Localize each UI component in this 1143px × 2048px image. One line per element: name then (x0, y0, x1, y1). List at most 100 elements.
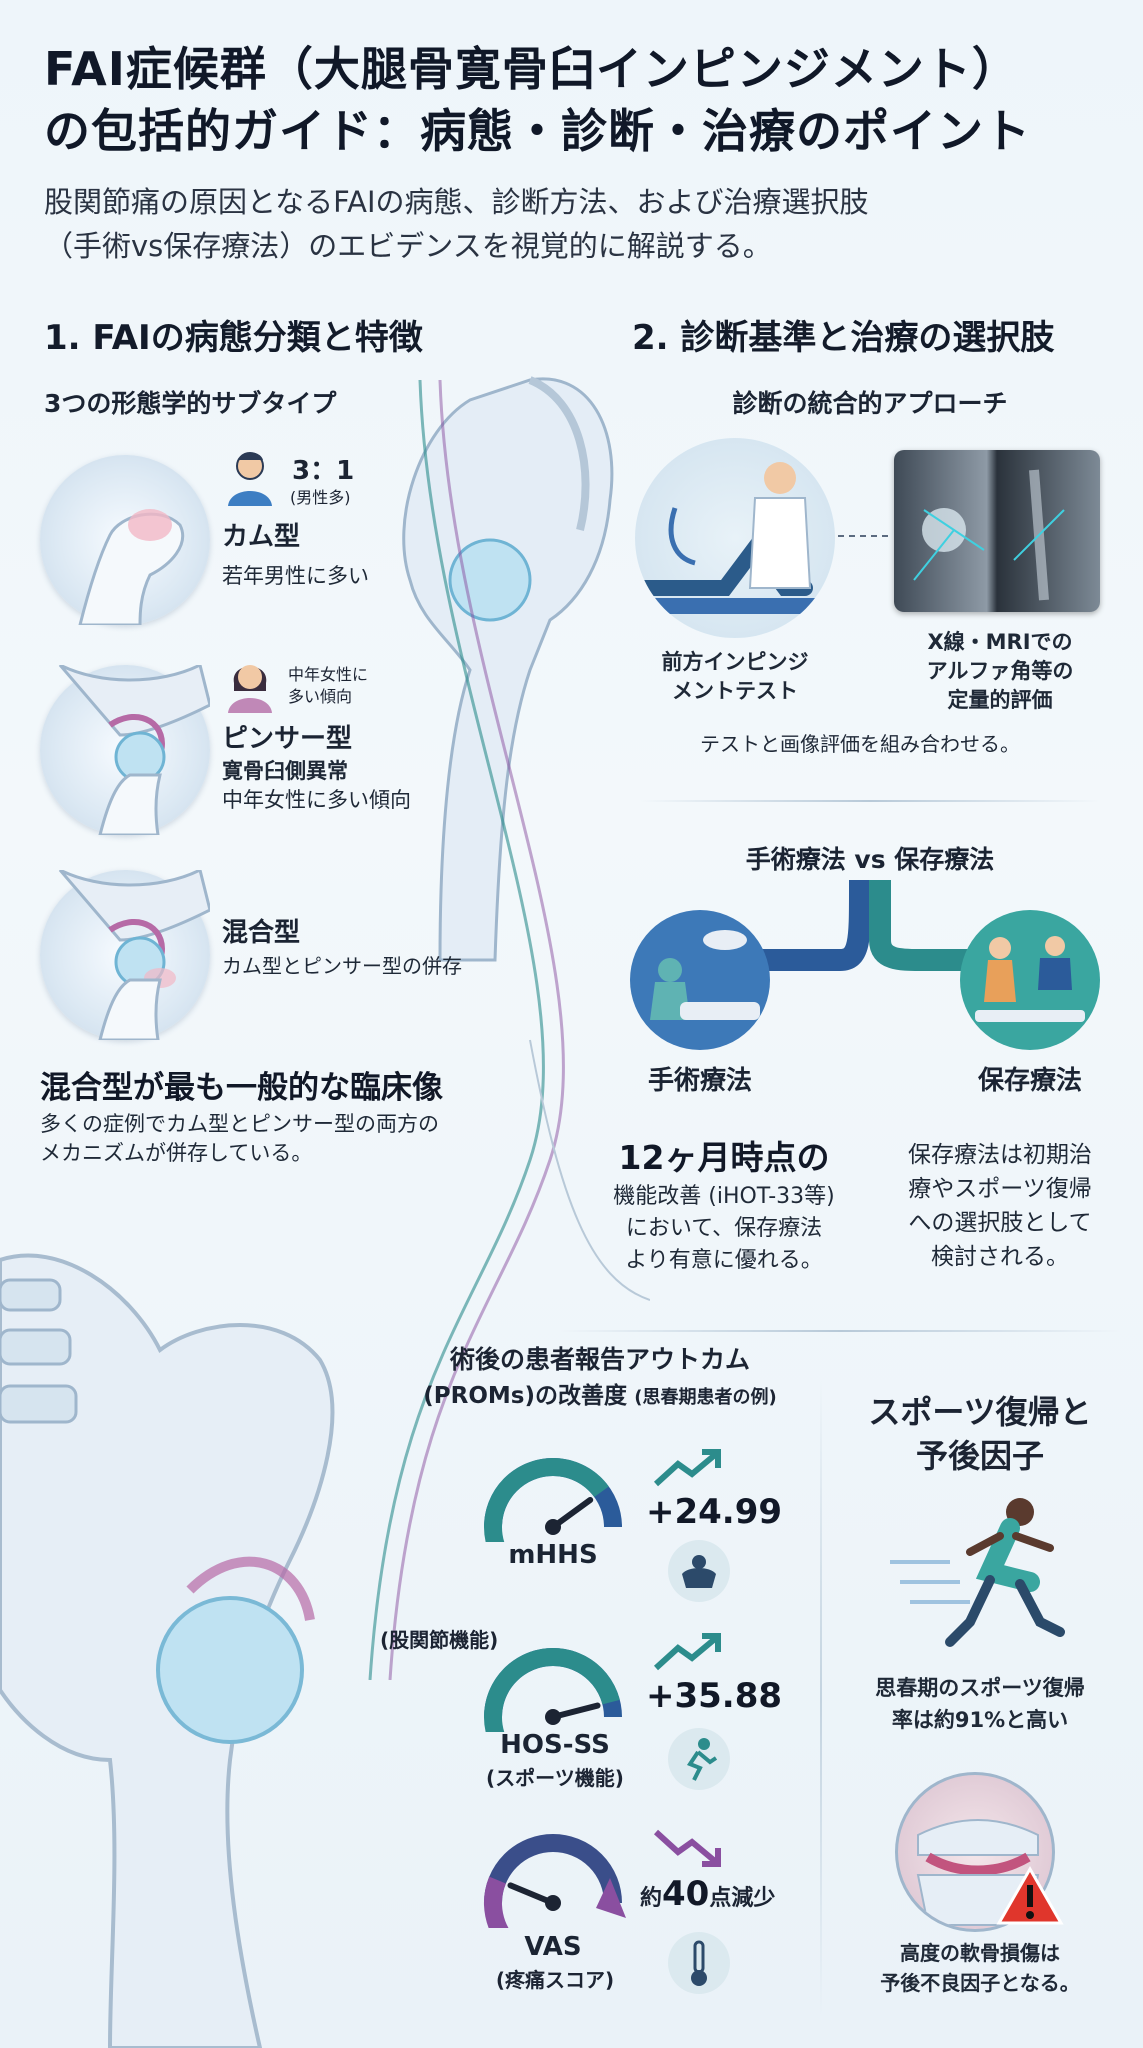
test-label-line-1: 前方インピンジ (661, 650, 809, 674)
mixed-bone-icon (58, 867, 212, 1042)
mixed-hip-image (40, 867, 212, 1042)
vas-gauge-fill (484, 1876, 509, 1928)
surgery-result: 12ヶ月時点の 機能改善 (iHOT-33等) において、保存療法 より有意に優… (594, 1135, 854, 1277)
running-icon (668, 1728, 730, 1790)
diagnosis-heading: 診断の統合的アプローチ (732, 389, 1008, 418)
conservative-note: 保存療法は初期治 療やスポーツ復帰 への選択肢として 検討される。 (880, 1138, 1120, 1274)
sports-heading-line-2: 予後因子 (915, 1437, 1044, 1475)
sports-heading: スポーツ復帰と 予後因子 (840, 1390, 1120, 1478)
title-line-2: の包括的ガイド：病態・診断・治療のポイント (44, 104, 1031, 158)
page-title: FAI症候群（大腿骨寛骨臼インピンジメント） の包括的ガイド：病態・診断・治療の… (44, 38, 1114, 162)
strength-icon (668, 1540, 730, 1602)
vas-gauge (484, 1834, 626, 1928)
proms-sports-divider (820, 1380, 822, 2020)
test-label-line-2: メントテスト (672, 679, 798, 703)
dashed-connector (838, 535, 888, 537)
mixed-summary-line-2: メカニズムが併存している。 (40, 1141, 313, 1165)
runner-icon (890, 1498, 1065, 1647)
vas-value: 約40点減少 (640, 1874, 775, 1914)
surgery-label: 手術療法 (647, 1066, 752, 1096)
imaging-label-line-2: アルファ角等の (926, 659, 1074, 683)
male-avatar-icon (228, 452, 272, 506)
mhhs-label: mHHS (508, 1540, 598, 1570)
prognosis-line-1: 高度の軟骨損傷は (900, 1941, 1060, 1965)
diagnosis-note: テストと画像評価を組み合わせる。 (700, 732, 1020, 756)
cam-ratio: 3：1 (292, 456, 355, 486)
sports-return-line-2: 率は約91%と高い (891, 1708, 1069, 1732)
proms-heading: 術後の患者報告アウトカム (PROMs)の改善度 (思春期患者の例) (380, 1340, 820, 1410)
warning-icon (996, 1865, 1064, 1925)
female-avatar-icon (228, 665, 272, 713)
surgery-result-big: 12ヶ月時点の (618, 1138, 830, 1177)
sports-heading-line-1: スポーツ復帰と (868, 1393, 1092, 1431)
treatment-flow-pipe (760, 880, 980, 971)
lower-divider (560, 1330, 1120, 1332)
vas-value-number: 40 (662, 1874, 710, 1914)
hos-ss-label: HOS-SS (500, 1730, 610, 1760)
imaging-label-line-1: X線・MRIでの (927, 630, 1073, 654)
vas-label: VAS (524, 1932, 582, 1962)
conservative-line-1: 保存療法は初期治 (908, 1142, 1092, 1168)
conservative-label: 保存療法 (977, 1066, 1082, 1096)
mhhs-gauge-fill (484, 1458, 609, 1542)
xray-mri-image (894, 450, 1100, 612)
rehab-icon (975, 936, 1085, 1022)
conservative-line-4: 検討される。 (931, 1244, 1069, 1270)
cam-bone-icon (78, 509, 185, 627)
prognosis-note: 高度の軟骨損傷は 予後不良因子となる。 (840, 1938, 1120, 1998)
mhhs-sublabel: (股関節機能) (380, 1628, 499, 1652)
subtitle-line-2: （手術vs保存療法）のエビデンスを視覚的に解説する。 (44, 229, 772, 263)
pincer-desc-line-2: 中年女性に多い傾向 (222, 788, 411, 812)
mixed-summary-heading: 混合型が最も一般的な臨床像 (40, 1070, 443, 1106)
pincer-type-name: ピンサー型 (222, 724, 353, 754)
trend-up-icon (653, 1449, 721, 1487)
section1-subheading: 3つの形態学的サブタイプ (44, 389, 337, 418)
hos-ss-sublabel: (スポーツ機能) (486, 1766, 624, 1790)
proms-heading-small: (思春期患者の例) (634, 1387, 777, 1408)
proms-heading-line-1: 術後の患者報告アウトカム (449, 1345, 750, 1374)
conservative-therapy-image (960, 910, 1100, 1050)
pincer-badge: 中年女性に 多い傾向 (288, 664, 368, 708)
xray-icon (913, 469, 1065, 601)
cam-type-desc: 若年男性に多い (222, 564, 369, 588)
thermometer-icon (668, 1932, 730, 1994)
mhhs-value: +24.99 (646, 1492, 783, 1532)
trend-up-icon-2 (653, 1633, 721, 1671)
anterior-impingement-test-image (635, 438, 835, 638)
prognosis-line-2: 予後不良因子となる。 (880, 1971, 1080, 1995)
treatment-comparison-heading: 手術療法 vs 保存療法 (745, 845, 995, 874)
pincer-hip-image (40, 662, 212, 837)
section1-heading: 1. FAIの病態分類と特徴 (44, 318, 423, 358)
sports-return-line-1: 思春期のスポーツ復帰 (875, 1676, 1085, 1700)
conservative-line-3: への選択肢として (908, 1210, 1092, 1236)
pelvis-illustration-bottom (0, 1253, 335, 2048)
cam-hip-image (40, 455, 210, 627)
imaging-label: X線・MRIでの アルファ角等の 定量的評価 (890, 628, 1110, 715)
doctor-exam-icon (635, 462, 835, 614)
mixed-type-name: 混合型 (222, 918, 301, 948)
page-subtitle: 股関節痛の原因となるFAIの病態、診断方法、および治療選択肢 （手術vs保存療法… (44, 180, 1104, 268)
cam-type-name: カム型 (222, 522, 301, 552)
pincer-desc-line-1: 寛骨臼側異常 (222, 759, 348, 783)
pincer-badge-line-1: 中年女性に (288, 665, 369, 684)
mhhs-gauge (484, 1458, 622, 1542)
pincer-badge-line-2: 多い傾向 (288, 687, 353, 706)
connector-lines (368, 380, 650, 1680)
pincer-bone-icon (58, 662, 212, 837)
mixed-summary-line-1: 多くの症例でカム型とピンサー型の両方の (40, 1112, 439, 1136)
cam-ratio-note: (男性多) (290, 488, 351, 507)
vas-value-prefix: 約 (640, 1886, 663, 1911)
subtitle-line-1: 股関節痛の原因となるFAIの病態、診断方法、および治療選択肢 (44, 185, 869, 219)
title-line-1: FAI症候群（大腿骨寛骨臼インピンジメント） (44, 42, 1019, 96)
surgery-result-line-1: 機能改善 (iHOT-33等) (613, 1184, 835, 1209)
mixed-type-desc: カム型とピンサー型の併存 (222, 954, 462, 978)
surgery-result-line-3: より有意に優れる。 (625, 1248, 823, 1273)
proms-heading-line-2: (PROMs)の改善度 (思春期患者の例) (380, 1376, 820, 1410)
hos-ss-gauge-fill (484, 1648, 620, 1732)
section2-heading: 2. 診断基準と治療の選択肢 (632, 318, 1055, 358)
hos-ss-value: +35.88 (646, 1676, 783, 1716)
hos-ss-gauge (484, 1648, 622, 1732)
section2-divider (640, 800, 1100, 802)
vas-value-suffix: 点減少 (709, 1886, 776, 1911)
sports-return-rate: 思春期のスポーツ復帰 率は約91%と高い (840, 1672, 1120, 1736)
